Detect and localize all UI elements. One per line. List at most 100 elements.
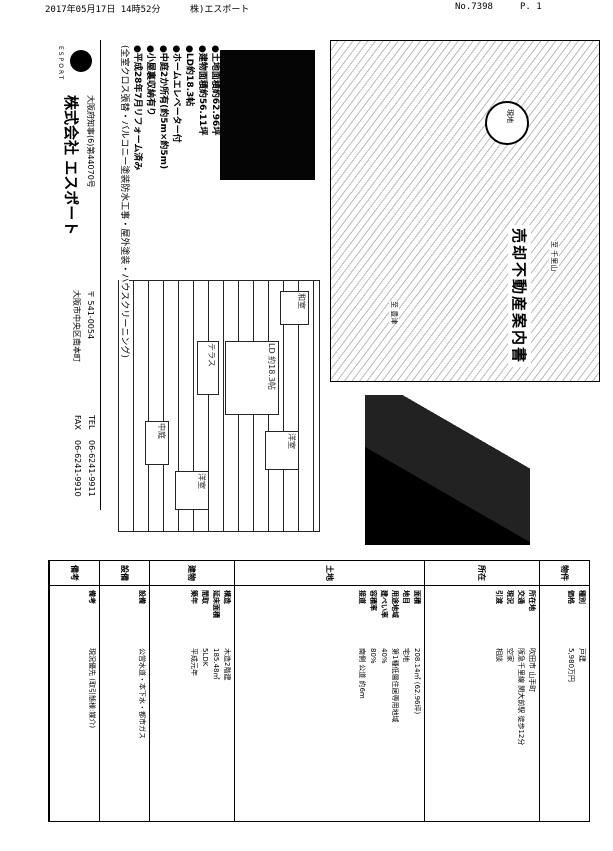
table-cell-value: 208.14㎡ (62.96坪)	[413, 648, 421, 715]
table-section-body: 設備公営水道・本下水・都市ガス	[100, 586, 149, 821]
map-label: 現地	[505, 109, 515, 123]
table-row: 築年平成元年	[188, 590, 199, 817]
company-block: ESPORT 大阪府知事(6)第44070号 株式会社 エスポート 〒 541-…	[40, 40, 101, 510]
table-row: 備考現況優先 (取引態様:媒介)	[86, 590, 97, 817]
table-cell-key: 面積	[413, 590, 421, 604]
table-cell-value: 185.48㎡	[212, 648, 220, 680]
table-cell-value: 南側 公道 約6m	[358, 648, 366, 699]
feature-item: ●小屋裏収納有り	[145, 45, 155, 116]
floor-plan-room: 中庭	[145, 421, 169, 465]
table-cell-value: 木造2階建	[223, 648, 231, 681]
floor-plan-room: LD 約18.3帖	[225, 341, 279, 415]
property-photo-exterior	[365, 395, 530, 545]
table-cell-key: 価格	[567, 590, 575, 604]
map-label: 至 千里山	[549, 241, 559, 272]
table-cell-key: 建ぺい率	[380, 590, 388, 618]
floor-plan-room: 洋室	[265, 431, 299, 470]
table-cell-value: 5LDK	[201, 648, 209, 667]
table-cell-key: 構造	[223, 590, 231, 604]
table-row: 交通阪急千里線 関大前駅 徒歩12分	[515, 590, 526, 817]
feature-item: ●土地面積約62.96坪	[210, 45, 220, 136]
table-section-label: 建物	[150, 561, 234, 586]
table-row: 面積 208.14㎡ (62.96坪)	[411, 590, 422, 817]
table-cell-key: 延床面積	[212, 590, 220, 618]
table-cell-key: 容積率	[369, 590, 377, 611]
location-map: 現地 至 千里山 至 豊津	[330, 40, 600, 382]
table-cell-value: 第1種低層住居専用地域	[391, 648, 399, 723]
table-row: 所在地吹田市 山手町	[526, 590, 537, 817]
table-section-label: 所在	[425, 561, 539, 586]
table-row: 設備公営水道・本下水・都市ガス	[136, 590, 147, 817]
company-license: 大阪府知事(6)第44070号	[86, 95, 95, 188]
floor-plan-room: 和室	[280, 291, 309, 325]
table-cell-value: 阪急千里線 関大前駅 徒歩12分	[517, 648, 525, 746]
table-section-label: 設備	[100, 561, 149, 586]
table-cell-key: 現況	[506, 590, 514, 604]
table-row: 地目宅地	[400, 590, 411, 817]
company-fax: 06-6241-9910	[73, 440, 82, 497]
table-section: 設備設備公営水道・本下水・都市ガス	[99, 561, 149, 821]
table-cell-value: 吹田市 山手町	[528, 648, 536, 693]
table-row: 引渡相談	[493, 590, 504, 817]
tel-label: TEL	[87, 415, 96, 430]
table-section: 備考備考現況優先 (取引態様:媒介)	[49, 561, 99, 821]
site-marker-icon	[485, 101, 529, 145]
property-photo-interior	[220, 50, 315, 180]
table-cell-key: 備考	[88, 590, 96, 604]
fax-number: No.7398	[455, 2, 493, 12]
table-cell-key: 用途地域	[391, 590, 399, 618]
feature-item: ●中庭2か所有(約5m×約5m)	[158, 45, 168, 170]
table-cell-key: 接道	[358, 590, 366, 604]
table-cell-key: 間取	[201, 590, 209, 604]
company-logo-icon	[70, 50, 92, 72]
feature-item: (全室クロス張替・バルコニー塗装防水工事・屋外塗装・ハウスクリーニング)	[119, 45, 129, 358]
company-logo-text: ESPORT	[57, 46, 64, 82]
table-section-label: 備考	[50, 561, 99, 586]
table-cell-key: 種別	[578, 590, 586, 604]
table-cell-value: 平成元年	[190, 648, 198, 676]
table-cell-value: 相談	[495, 648, 503, 662]
feature-list: ●土地面積約62.96坪 ●建物面積約56.11坪 ●LD約18.3帖 ●ホーム…	[117, 45, 221, 358]
table-cell-key: 引渡	[495, 590, 503, 604]
table-row: 間取 5LDK	[199, 590, 210, 817]
table-cell-value: 公営水道・本下水・都市ガス	[138, 648, 146, 739]
table-cell-key: 交通	[517, 590, 525, 604]
feature-item: ●平成28年7月リフォーム済み	[132, 45, 142, 171]
table-cell-value: 戸建	[578, 648, 586, 662]
table-row: 延床面積 185.48㎡	[210, 590, 221, 817]
fax-sender: 株)エスポート	[190, 5, 250, 15]
table-section-label: 物件	[540, 561, 589, 586]
map-label: 至 豊津	[389, 301, 399, 325]
feature-item: ●ホームエレベーター付	[171, 45, 181, 143]
table-section: 所在所在地吹田市 山手町交通阪急千里線 関大前駅 徒歩12分現況空家引渡相談	[424, 561, 539, 821]
table-row: 用途地域第1種低層住居専用地域	[389, 590, 400, 817]
table-row: 構造木造2階建	[221, 590, 232, 817]
table-section-body: 所在地吹田市 山手町交通阪急千里線 関大前駅 徒歩12分現況空家引渡相談	[425, 586, 539, 821]
table-cell-value: 空家	[506, 648, 514, 662]
table-section-label: 土地	[235, 561, 424, 586]
document-title: 売却不動産案内書	[508, 225, 531, 368]
table-cell-key: 築年	[190, 590, 198, 604]
table-cell-value: 現況優先 (取引態様:媒介)	[88, 648, 96, 729]
feature-item: ●LD約18.3帖	[184, 45, 194, 107]
company-tel: 06-6241-9911	[87, 440, 96, 497]
table-row: 種別戸建	[576, 590, 587, 817]
floor-plan-room: 洋室	[175, 471, 209, 510]
fax-label: FAX	[73, 415, 82, 430]
fax-page-number: P. 1	[520, 2, 542, 12]
table-cell-key: 地目	[402, 590, 410, 604]
table-row: 接道南側 公道 約6m	[356, 590, 367, 817]
table-cell-key: 所在地	[528, 590, 536, 611]
